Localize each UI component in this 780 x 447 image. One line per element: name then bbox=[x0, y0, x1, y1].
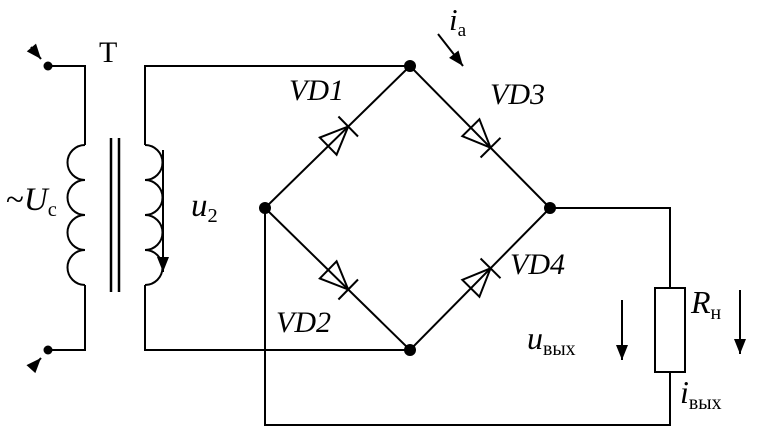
secondary-voltage-symbol: u bbox=[191, 188, 208, 224]
output-voltage-sub: вых bbox=[543, 337, 576, 360]
label-source-voltage: ~Uс bbox=[6, 184, 57, 221]
output-current-symbol: i bbox=[680, 374, 689, 410]
diode-vd2 bbox=[318, 259, 359, 301]
terminal-arrow-bottom bbox=[26, 357, 42, 374]
diode-vd3 bbox=[460, 117, 502, 159]
anode-current-arrow bbox=[437, 33, 464, 67]
primary-bottom-lead bbox=[48, 285, 86, 351]
diode-vd2-text: VD2 bbox=[276, 306, 331, 339]
anode-current-symbol: i bbox=[449, 2, 458, 37]
source-sub: с bbox=[47, 199, 57, 222]
diode-cathode-bar bbox=[337, 115, 359, 138]
secondary-winding bbox=[144, 144, 164, 286]
secondary-bottom-rail bbox=[144, 285, 410, 351]
right-node-to-resistor bbox=[550, 207, 671, 288]
source-tilde: ~ bbox=[6, 182, 24, 218]
terminal-dot-top bbox=[43, 61, 53, 71]
bridge-nodes bbox=[259, 60, 556, 356]
diode-cathode-bar bbox=[337, 278, 359, 301]
node-bottom bbox=[404, 344, 416, 356]
annotation-arrows bbox=[157, 33, 746, 360]
load-resistor-symbol: R bbox=[691, 284, 711, 320]
label-output-voltage: uвых bbox=[527, 322, 576, 360]
label-load-resistor: Rн bbox=[691, 286, 721, 324]
output-voltage-symbol: u bbox=[527, 320, 543, 356]
input-terminals bbox=[26, 43, 53, 374]
node-left bbox=[259, 202, 271, 214]
label-diode-vd1: VD1 bbox=[289, 76, 344, 106]
diode-vd1 bbox=[318, 115, 359, 157]
label-anode-current: iа bbox=[449, 4, 466, 40]
label-transformer: T bbox=[99, 38, 117, 68]
label-output-current: iвых bbox=[680, 376, 722, 414]
source-symbol: U bbox=[23, 182, 48, 218]
left-node-to-bottom-rail bbox=[264, 208, 671, 426]
terminal-arrow-top bbox=[26, 43, 42, 60]
diode-cathode-bar bbox=[479, 257, 502, 279]
load-resistor-body bbox=[654, 287, 686, 373]
diode-vd3-text: VD3 bbox=[490, 78, 545, 111]
transformer bbox=[66, 138, 164, 292]
label-diode-vd3: VD3 bbox=[490, 80, 545, 110]
primary-winding bbox=[66, 144, 86, 286]
diode-vd1-text: VD1 bbox=[289, 74, 344, 107]
transformer-symbol: T bbox=[99, 36, 118, 69]
load-resistor-sub: н bbox=[710, 301, 722, 324]
diode-vd4 bbox=[460, 257, 502, 299]
label-secondary-voltage: u2 bbox=[191, 190, 218, 227]
secondary-top-rail bbox=[144, 65, 410, 145]
primary-top-lead bbox=[48, 65, 86, 145]
node-right bbox=[544, 202, 556, 214]
label-diode-vd4: VD4 bbox=[510, 250, 565, 280]
wires bbox=[48, 64, 671, 426]
diode-vd4-text: VD4 bbox=[510, 248, 565, 281]
anode-current-sub: а bbox=[457, 19, 467, 41]
output-current-sub: вых bbox=[688, 391, 722, 414]
diode-anode-triangle bbox=[460, 117, 493, 150]
diode-anode-triangle bbox=[318, 124, 351, 157]
diode-cathode-bar bbox=[479, 137, 502, 159]
label-diode-vd2: VD2 bbox=[276, 308, 331, 338]
node-top bbox=[404, 60, 416, 72]
diode-anode-triangle bbox=[460, 266, 493, 299]
diode-anode-triangle bbox=[318, 259, 351, 292]
terminal-dot-bottom bbox=[43, 345, 53, 355]
secondary-voltage-sub: 2 bbox=[207, 205, 218, 228]
